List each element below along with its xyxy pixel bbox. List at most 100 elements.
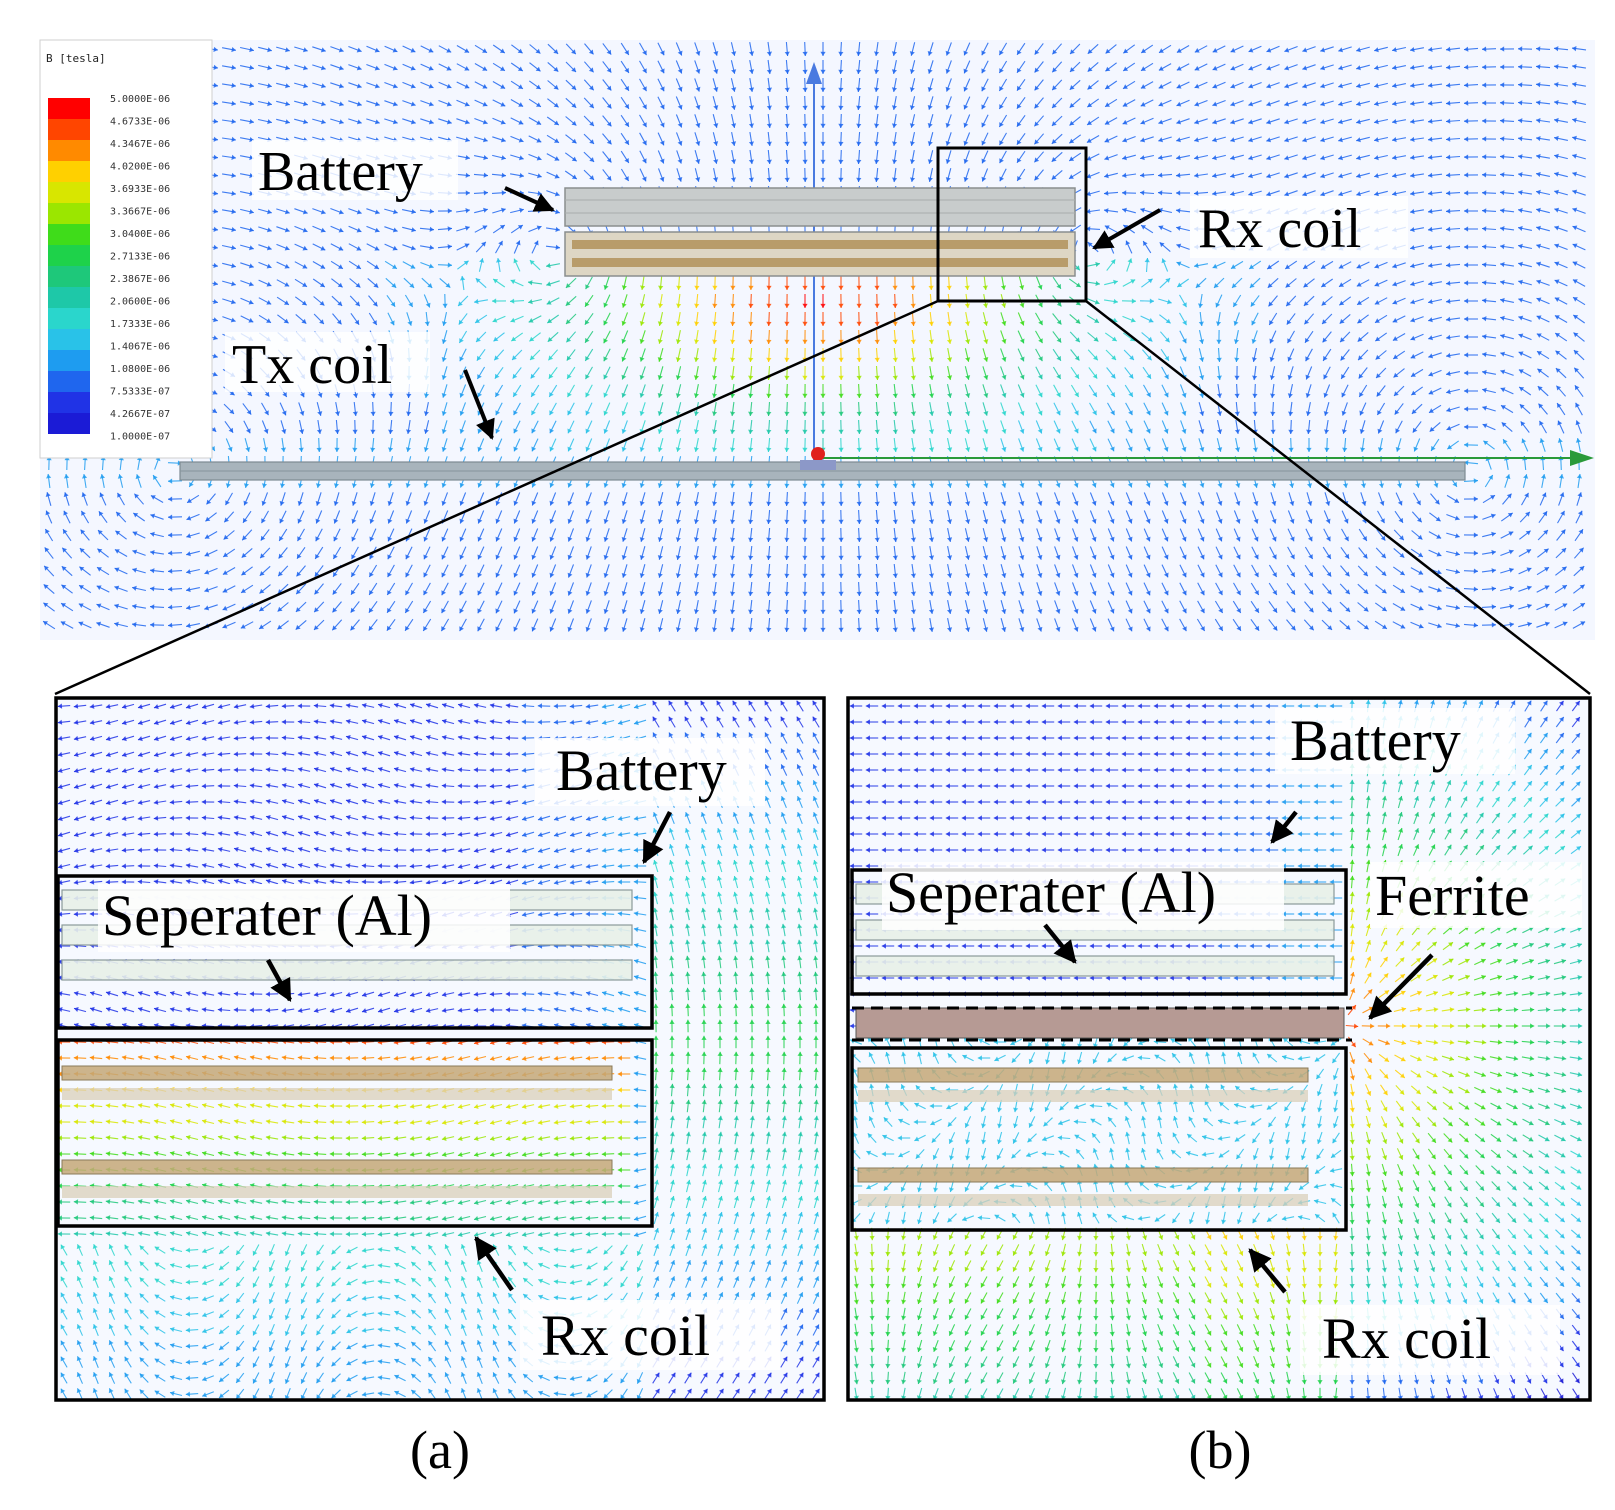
field-vector-head	[856, 411, 862, 416]
field-vector-head	[1194, 137, 1199, 143]
field-vector-head	[352, 429, 358, 434]
field-vector-head	[1109, 518, 1115, 524]
field-vector-head	[1473, 532, 1478, 538]
field-vector-head	[784, 141, 790, 146]
field-vector-head	[1573, 297, 1578, 302]
field-vector-head	[928, 375, 934, 380]
field-vector-head	[1234, 411, 1240, 416]
field-vector-head	[553, 49, 559, 54]
field-vector-head	[428, 83, 434, 89]
field-vector-head	[1395, 428, 1400, 434]
field-vector-head	[1127, 258, 1133, 264]
field-vector-head	[856, 69, 862, 74]
field-vector-head	[838, 303, 844, 308]
field-vector-head	[388, 447, 394, 452]
field-vector-head	[606, 67, 612, 73]
field-vector-head	[675, 339, 681, 344]
field-vector-head	[114, 549, 120, 554]
field-vector-head	[546, 281, 552, 287]
field-vector-head	[567, 374, 572, 379]
field-vector-head	[1073, 536, 1079, 542]
field-vector-head	[784, 69, 790, 74]
field-vector-head	[1302, 83, 1308, 89]
field-vector-head	[748, 87, 755, 92]
field-vector-head	[261, 518, 266, 524]
field-vector-head	[730, 375, 736, 380]
field-vector-head	[410, 264, 416, 269]
field-vector-head	[1140, 155, 1145, 161]
field-vector-head	[621, 482, 627, 488]
field-vector-head	[1500, 100, 1505, 106]
field-vector-head	[281, 410, 287, 416]
field-vector-head	[1235, 447, 1241, 452]
field-vector-head	[1001, 410, 1007, 416]
field-vector-head	[1288, 447, 1294, 452]
field-vector-head	[1034, 139, 1040, 145]
field-vector-head	[555, 209, 560, 215]
field-vector-head	[1320, 101, 1325, 107]
field-vector-head	[929, 483, 935, 488]
field-vector-head	[1338, 83, 1343, 89]
field-vector-head	[492, 298, 497, 304]
field-vector-head	[874, 537, 880, 542]
field-vector-head	[1075, 318, 1081, 324]
field-vector-head	[947, 555, 953, 560]
field-vector-head	[1518, 172, 1523, 178]
field-vector-head	[784, 411, 790, 416]
field-vector-head	[1248, 101, 1254, 107]
field-vector-head	[303, 101, 308, 107]
field-vector-head	[1378, 483, 1385, 488]
field-vector-head	[566, 337, 572, 343]
field-vector-head	[495, 482, 501, 488]
field-vector-head	[713, 87, 719, 92]
field-vector-head	[1344, 536, 1349, 542]
field-vector-head	[910, 393, 916, 398]
field-vector-head	[1518, 136, 1523, 142]
field-vector-head	[1320, 83, 1325, 89]
field-vector-head	[1248, 191, 1253, 197]
field-vector-head	[249, 137, 254, 143]
field-vector-head	[766, 339, 772, 344]
field-vector-head	[465, 172, 470, 178]
field-vector-head	[927, 69, 933, 74]
field-vector-head	[820, 105, 826, 110]
field-vector-head	[223, 534, 229, 540]
field-vector-head	[1113, 298, 1118, 304]
field-vector-head	[500, 66, 505, 71]
field-vector-head	[606, 175, 612, 181]
field-vector-head	[1147, 278, 1153, 284]
field-vector-head	[465, 155, 470, 161]
field-vector-head	[1001, 555, 1007, 560]
field-vector-head	[766, 411, 772, 416]
field-vector-head	[410, 83, 416, 89]
field-vector-head	[945, 177, 951, 182]
field-vector-head	[1019, 320, 1025, 326]
field-vector-head	[1518, 279, 1523, 285]
field-vector-head	[247, 391, 252, 396]
field-vector-head	[677, 104, 683, 110]
field-vector-head	[1289, 518, 1295, 524]
field-vector-head	[1359, 410, 1365, 416]
field-vector-head	[373, 282, 379, 288]
field-vector-head	[1303, 301, 1309, 306]
field-vector-head	[1091, 482, 1097, 488]
field-vector-head	[693, 555, 699, 560]
field-vector-head	[642, 68, 647, 74]
field-vector-head	[838, 393, 844, 398]
field-vector-head	[585, 374, 590, 380]
field-vector-head	[1341, 410, 1347, 416]
field-vector-head	[910, 177, 916, 182]
field-vector-head	[748, 357, 754, 362]
field-vector-head	[659, 158, 665, 164]
field-vector-head	[748, 177, 754, 182]
field-vector-head	[802, 51, 808, 56]
field-vector-head	[1428, 262, 1433, 268]
field-vector-head	[299, 410, 305, 416]
field-vector-head	[874, 375, 880, 380]
field-vector-head	[1105, 102, 1110, 107]
field-vector-head	[856, 555, 862, 560]
field-vector-head	[315, 554, 320, 559]
field-vector-head	[1524, 492, 1529, 498]
field-vector-head	[1271, 536, 1277, 542]
field-vector-head	[1038, 320, 1043, 326]
